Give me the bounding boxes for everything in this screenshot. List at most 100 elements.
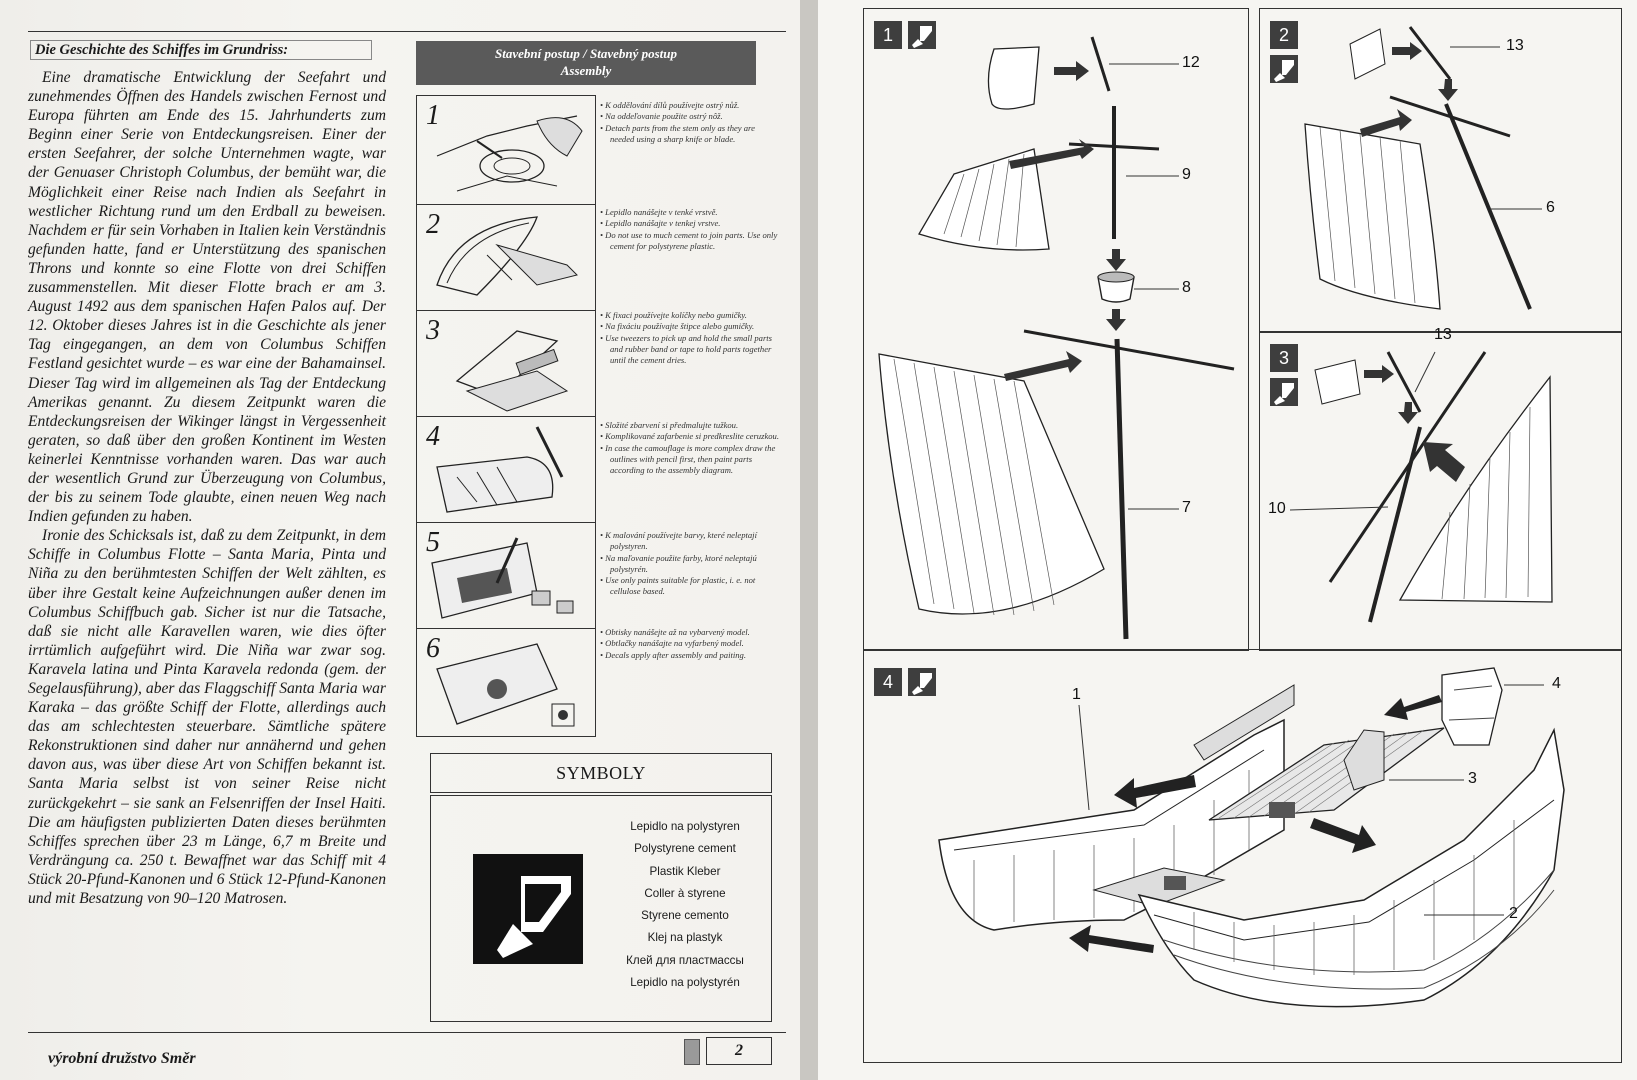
part-callout: 8 <box>1182 279 1191 296</box>
instruction-page-right: 1 <box>818 0 1637 1080</box>
cement-icon-glyph <box>1274 383 1294 405</box>
note-cz: Složité zbarvení si předmalujte tužkou. <box>600 420 780 431</box>
assembly-header: Stavební postup / Stavebný postup Assemb… <box>416 41 756 85</box>
step-illustration-4: 4 <box>417 417 595 523</box>
cement-icon-glyph <box>912 26 932 48</box>
step-number: 2 <box>426 209 440 240</box>
cement-icon <box>1270 378 1298 406</box>
cement-icon <box>908 668 936 696</box>
step-illustration-2: 2 <box>417 205 595 311</box>
note-sk: Na fixáciu používajte štipce alebo gumič… <box>600 321 780 332</box>
cement-icon <box>908 21 936 49</box>
mast-assembly-drawing <box>878 36 1235 640</box>
part-callout: 13 <box>1434 326 1452 343</box>
step-number: 1 <box>426 100 440 131</box>
note-sk: Lepidlo nanášajte v tenkej vrstve. <box>600 218 780 229</box>
note-sk: Na maľovanie použite farby, ktoré nelept… <box>600 553 780 576</box>
mizzen-assembly-drawing <box>1289 351 1553 623</box>
step-badge: 1 <box>874 21 902 49</box>
note-en: Do not use to much cement to join parts.… <box>600 230 780 253</box>
symbol-label: Coller à styrene <box>644 886 726 900</box>
step-badge: 4 <box>874 668 902 696</box>
bottom-rule <box>28 1032 786 1033</box>
assembly-panel-2: 2 13 6 <box>1259 8 1622 333</box>
foremast-assembly-drawing <box>1304 26 1542 310</box>
note-cz: K fixaci používejte kolíčky nebo gumičky… <box>600 310 780 321</box>
assembly-steps-column: 1 2 3 <box>416 95 596 737</box>
symbols-title: SYMBOLY <box>430 753 772 793</box>
note-en: In case the camouflage is more complex d… <box>600 443 780 477</box>
note-cz: K oddělování dílů používejte ostrý nůž. <box>600 100 780 111</box>
step-notes-1: K oddělování dílů používejte ostrý nůž. … <box>600 100 780 145</box>
note-en: Decals apply after assembly and paiting. <box>600 650 780 661</box>
note-en: Detach parts from the stem only as they … <box>600 123 780 146</box>
pencil-outline-illustration <box>436 426 564 513</box>
part-callout: 1 <box>1072 686 1081 703</box>
step-number: 6 <box>426 633 440 664</box>
part-callout: 7 <box>1182 499 1191 516</box>
symbol-label: Klej na plastyk <box>647 931 723 945</box>
step-notes-5: K malování používejte barvy, které nelep… <box>600 530 780 598</box>
part-callout: 2 <box>1509 905 1518 922</box>
step-badge: 2 <box>1270 21 1298 49</box>
symbol-label: Styrene cemento <box>641 909 729 923</box>
cutting-part-illustration <box>436 115 583 192</box>
step-illustration-3: 3 <box>417 311 595 417</box>
symbols-box <box>430 795 772 1022</box>
part-callout: 12 <box>1182 54 1200 71</box>
step-illustration-5: 5 <box>417 523 595 629</box>
note-en: Use tweezers to pick up and hold the sma… <box>600 333 780 367</box>
page-swatch <box>684 1039 700 1065</box>
cement-icon-glyph <box>1274 60 1294 82</box>
step-notes-6: Obtisky nanášejte až na vybarvený model.… <box>600 627 780 661</box>
symbols-list: Lepidlo na polystyren Polystyrene cement… <box>600 816 770 994</box>
story-paragraph: Eine dramatische Entwicklung der Seefahr… <box>28 69 386 526</box>
painting-illustration <box>431 537 574 619</box>
step-illustration-1: 1 <box>417 96 595 205</box>
step-notes-3: K fixaci používejte kolíčky nebo gumičky… <box>600 310 780 366</box>
step-notes-2: Lepidlo nanášejte v tenké vrstvě. Lepidl… <box>600 207 780 252</box>
part-callout: 9 <box>1182 166 1191 183</box>
step-number: 3 <box>426 315 440 346</box>
cement-icon-glyph <box>912 673 932 695</box>
publisher-footer: výrobní družstvo Směr <box>48 1050 196 1067</box>
note-cz: Obtisky nanášejte až na vybarvený model. <box>600 627 780 638</box>
instruction-page-left: Die Geschichte des Schiffes im Grundriss… <box>0 0 800 1080</box>
page-number: 2 <box>706 1037 772 1065</box>
symbol-label: Polystyrene cement <box>634 842 736 856</box>
story-text: Eine dramatische Entwicklung der Seefahr… <box>28 68 386 908</box>
note-cz: Lepidlo nanášejte v tenké vrstvě. <box>600 207 780 218</box>
part-callout: 10 <box>1268 500 1286 517</box>
assembly-panel-4: 4 <box>863 649 1622 1063</box>
assembly-panel-1: 1 <box>863 8 1249 651</box>
story-paragraph: Ironie des Schicksals ist, daß zu dem Ze… <box>28 527 386 908</box>
step-badge: 3 <box>1270 344 1298 372</box>
step-number: 5 <box>426 527 440 558</box>
assembly-header-subtitle: Assembly <box>560 63 612 78</box>
cement-application-illustration <box>436 216 578 296</box>
cement-icon <box>1270 55 1298 83</box>
note-cz: K malování používejte barvy, které nelep… <box>600 530 780 553</box>
note-en: Use only paints suitable for plastic, i.… <box>600 575 780 598</box>
symbol-label: Lepidlo na polystyrén <box>630 976 740 990</box>
hull-assembly-drawing <box>938 667 1565 1008</box>
note-sk: Obtlačky nanášajte na vyfarbený model. <box>600 638 780 649</box>
part-callout: 3 <box>1468 770 1477 787</box>
symbol-label: Plastik Kleber <box>649 864 721 878</box>
clamping-parts-illustration <box>455 330 569 412</box>
step-notes-4: Složité zbarvení si předmalujte tužkou. … <box>600 420 780 476</box>
cement-tube-icon <box>473 854 583 964</box>
symbol-label: Клей для пластмассы <box>626 953 744 967</box>
decal-application-illustration <box>436 643 575 727</box>
story-heading: Die Geschichte des Schiffes im Grundriss… <box>30 40 372 60</box>
note-sk: Na oddeľovanie použite ostrý nôž. <box>600 111 780 122</box>
top-rule <box>28 31 786 32</box>
step-number: 4 <box>426 421 440 452</box>
step-illustration-6: 6 <box>417 629 595 736</box>
note-sk: Komplikované zafarbenie si predkreslite … <box>600 431 780 442</box>
part-callout: 6 <box>1546 199 1555 216</box>
symbol-label: Lepidlo na polystyren <box>630 820 740 833</box>
assembly-header-title: Stavební postup / Stavebný postup <box>494 46 678 61</box>
assembly-panel-3: 3 13 10 <box>1259 326 1622 651</box>
part-callout: 13 <box>1506 37 1524 54</box>
